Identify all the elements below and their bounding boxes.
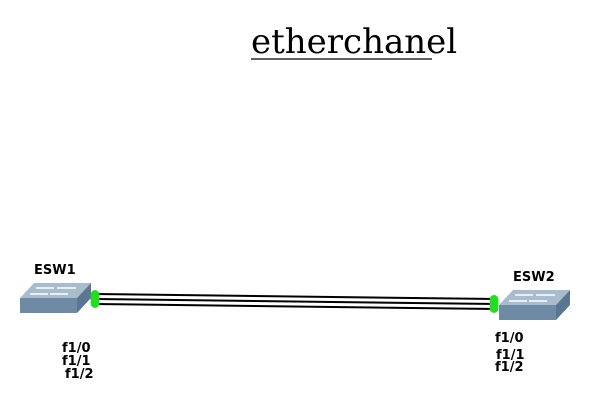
port-label: f1/1	[496, 348, 525, 363]
port-label: f1/2	[65, 367, 94, 382]
device-label-esw2: ESW2	[513, 270, 555, 285]
port-label: f1/0	[62, 341, 91, 356]
port-label: f1/0	[495, 331, 524, 346]
etherchannel-links	[93, 293, 497, 310]
port-label: f1/1	[62, 354, 91, 369]
port-status-esw1	[90, 290, 100, 308]
switch-icon	[20, 283, 91, 313]
link-f1-2[interactable]	[93, 303, 497, 310]
port-status-esw2	[489, 295, 499, 313]
switch-esw1[interactable]: ESW1	[20, 263, 91, 313]
link-f1-1[interactable]	[93, 298, 497, 305]
switch-icon	[499, 290, 570, 320]
device-label-esw1: ESW1	[34, 263, 76, 278]
port-labels-esw2: f1/0 f1/1 f1/2	[495, 331, 525, 375]
link-f1-0[interactable]	[93, 293, 497, 300]
switch-esw2[interactable]: ESW2	[499, 270, 570, 320]
port-labels-esw1: f1/0 f1/1 f1/2	[62, 341, 94, 382]
port-label: f1/2	[495, 360, 524, 375]
diagram-title: etherchanel	[251, 22, 457, 62]
